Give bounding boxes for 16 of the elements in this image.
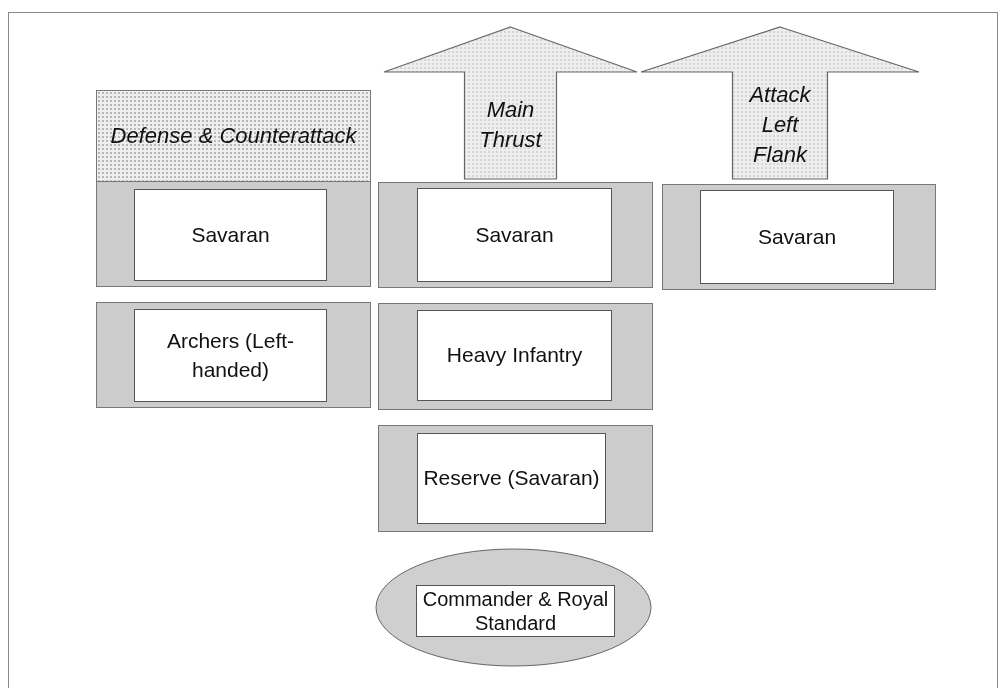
unit-box: Commander & Royal Standard	[416, 585, 615, 637]
unit-box: Heavy Infantry	[417, 310, 612, 401]
unit-band	[378, 182, 653, 288]
unit-box: Savaran	[134, 189, 327, 281]
arrow-label: Main Thrust	[478, 96, 544, 154]
unit-box: Savaran	[417, 188, 612, 282]
unit-band	[662, 184, 936, 290]
unit-band	[96, 181, 371, 287]
unit-box: Savaran	[700, 190, 894, 284]
arrow-label: Attack Left Flank	[747, 81, 812, 169]
unit-box: Reserve (Savaran)	[417, 433, 606, 524]
formation-label-box: Defense & Counterattack	[96, 90, 371, 181]
unit-band	[378, 303, 653, 410]
unit-band	[96, 302, 371, 408]
unit-box: Archers (Left-handed)	[134, 309, 327, 402]
unit-band	[378, 425, 653, 532]
